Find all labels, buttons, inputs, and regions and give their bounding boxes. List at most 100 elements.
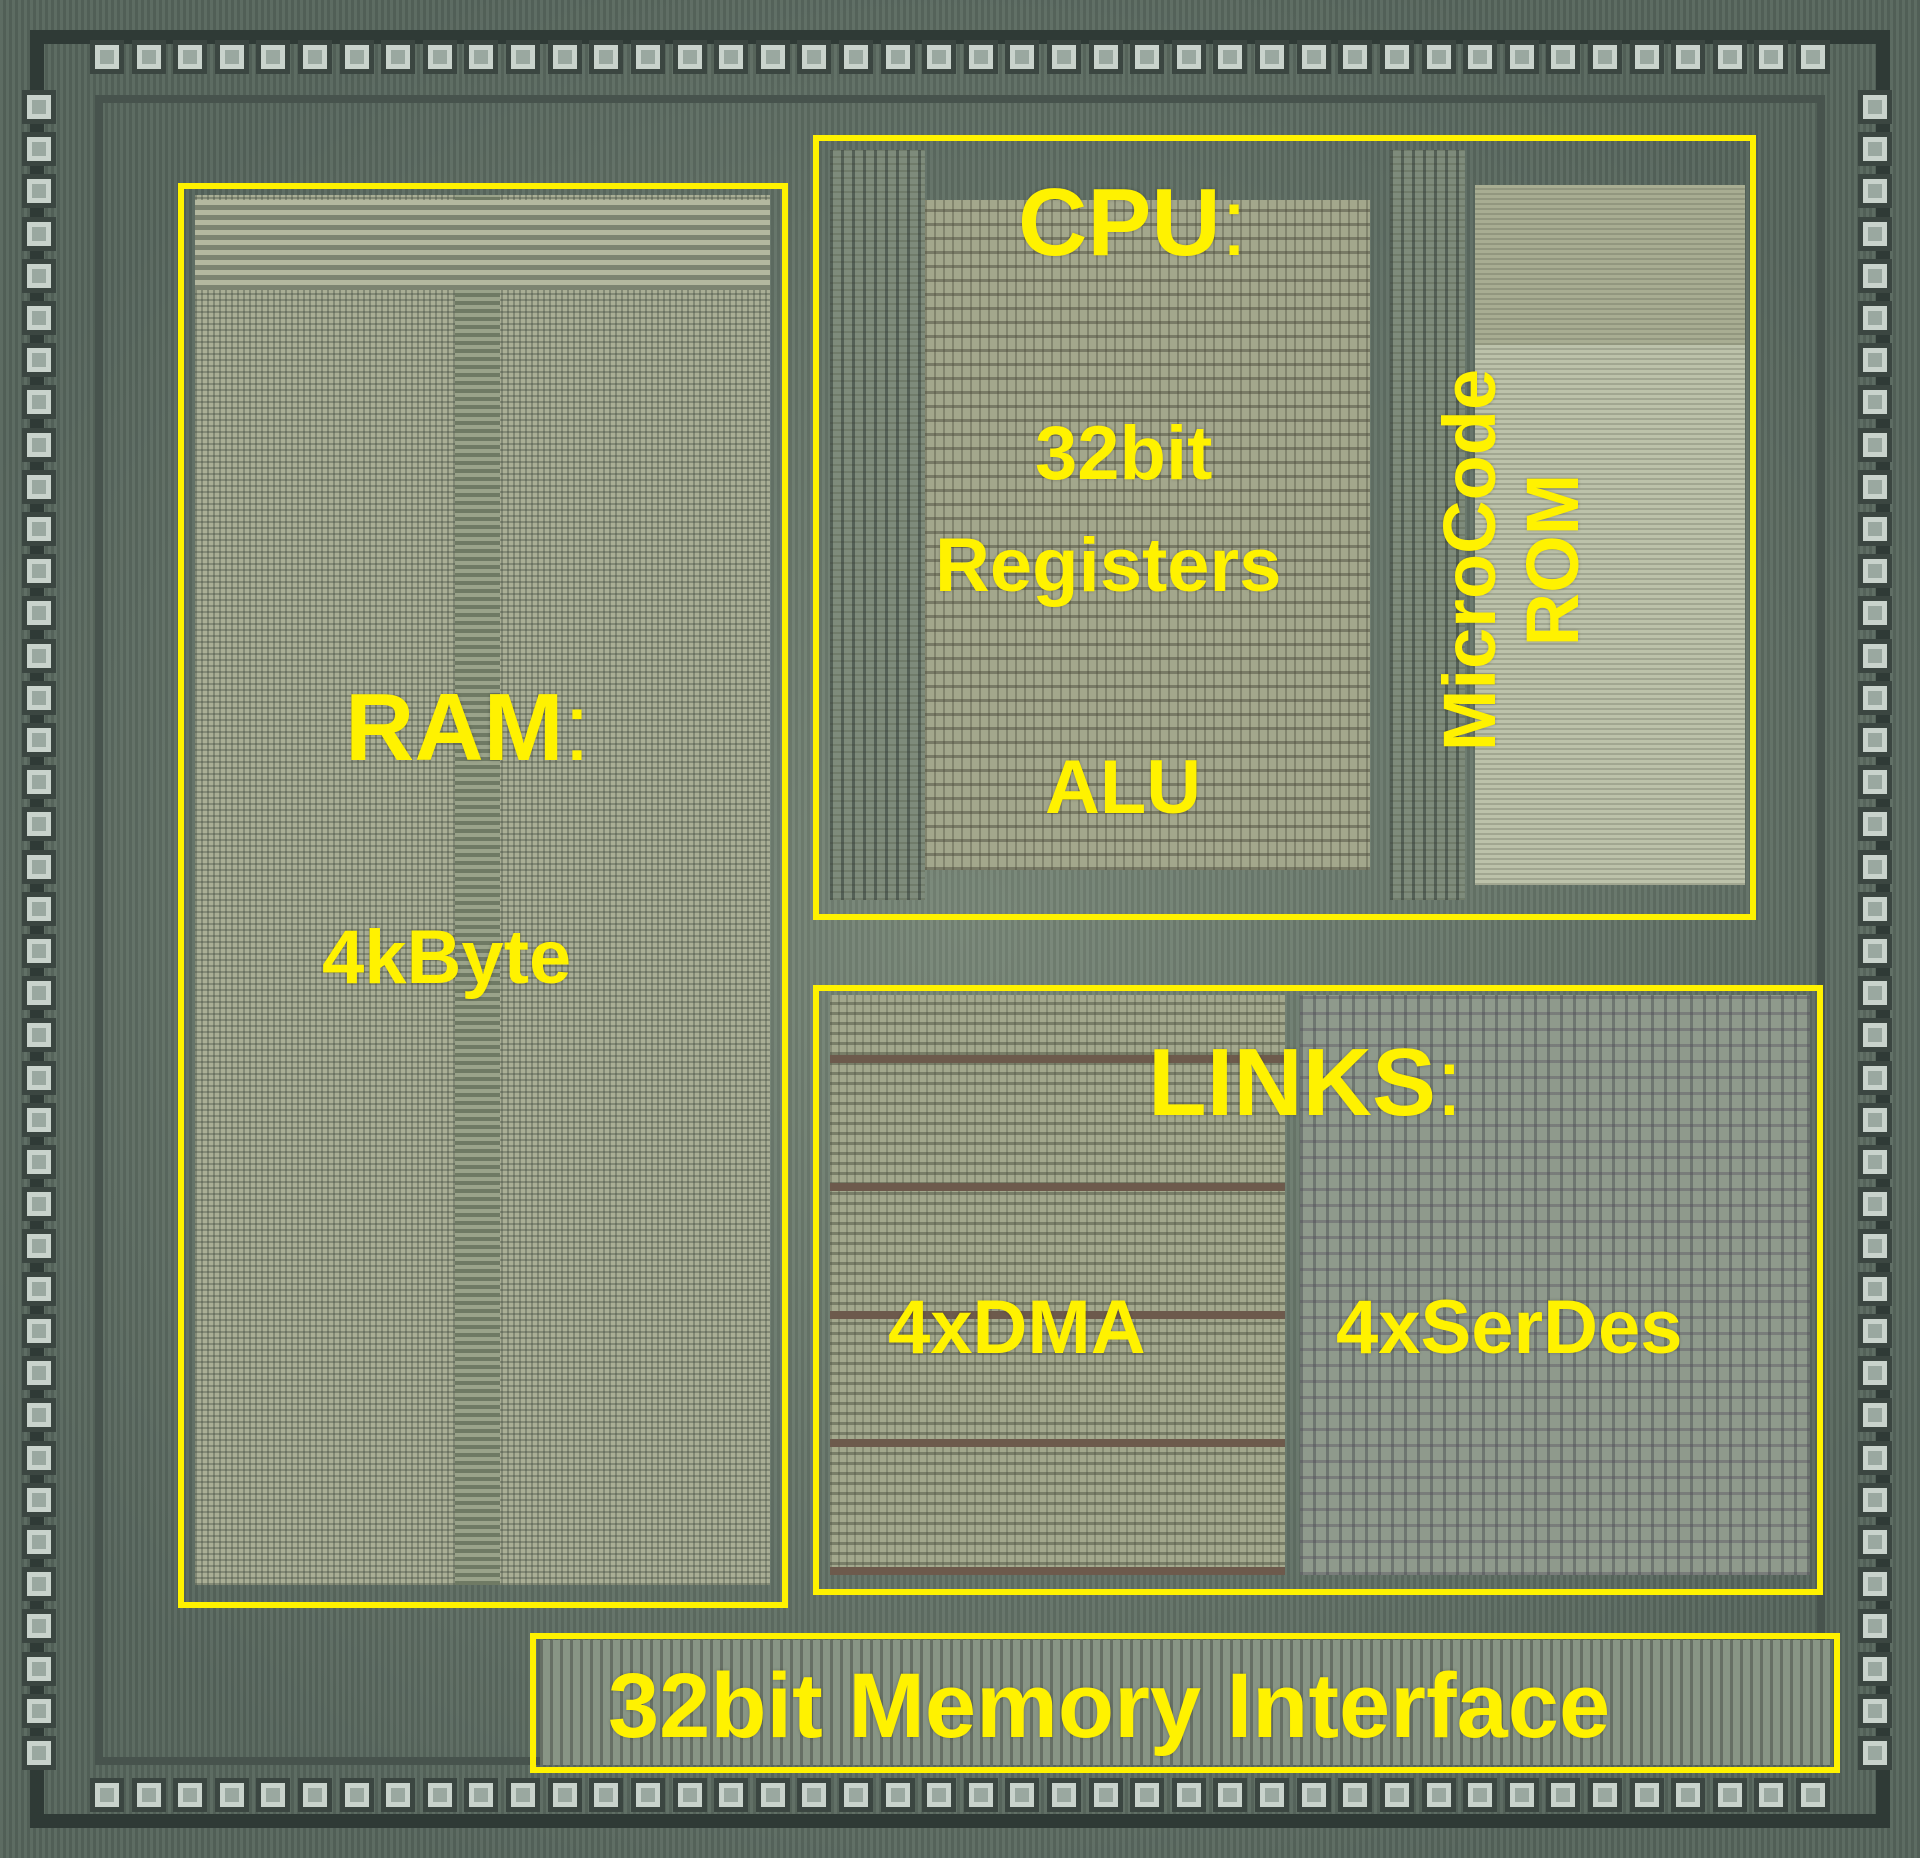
- bond-pad: [838, 1778, 873, 1812]
- bond-pad: [1858, 807, 1892, 842]
- bond-pad: [464, 40, 499, 74]
- bond-pads-left: [22, 90, 62, 1770]
- bond-pad: [22, 596, 56, 631]
- bond-pad: [422, 40, 457, 74]
- bond-pad: [339, 1778, 374, 1812]
- bond-pad: [22, 1060, 56, 1095]
- bond-pad: [1858, 1271, 1892, 1306]
- bond-pad: [1858, 1356, 1892, 1391]
- bond-pad: [464, 1778, 499, 1812]
- bond-pads-bottom: [90, 1778, 1830, 1818]
- bond-pad: [1296, 40, 1331, 74]
- bond-pad: [339, 40, 374, 74]
- bond-pad: [22, 1398, 56, 1433]
- bond-pad: [1795, 40, 1830, 74]
- bond-pad: [1379, 40, 1414, 74]
- bond-pad: [1587, 1778, 1622, 1812]
- ram-frame: [178, 183, 788, 1608]
- cpu-title: CPU:: [1018, 169, 1248, 276]
- bond-pad: [506, 1778, 541, 1812]
- serdes-label: 4xSerDes: [1336, 1285, 1683, 1370]
- bond-pad: [1130, 1778, 1165, 1812]
- bond-pad: [298, 1778, 333, 1812]
- bond-pad: [90, 1778, 124, 1812]
- bond-pad: [298, 40, 333, 74]
- bond-pad: [1858, 174, 1892, 209]
- bond-pad: [1296, 1778, 1331, 1812]
- bond-pad: [1421, 1778, 1456, 1812]
- bond-pad: [22, 680, 56, 715]
- bond-pad: [1858, 301, 1892, 336]
- bond-pad: [672, 40, 707, 74]
- bond-pad: [1858, 1609, 1892, 1644]
- bond-pad: [1795, 1778, 1830, 1812]
- bond-pad: [1858, 596, 1892, 631]
- alu-label: ALU: [1045, 745, 1202, 830]
- bond-pad: [1858, 934, 1892, 969]
- bond-pad: [797, 40, 832, 74]
- bond-pad: [1712, 1778, 1747, 1812]
- cpu-control-logic: [830, 150, 925, 900]
- bond-pad: [1858, 1102, 1892, 1137]
- bond-pad: [547, 1778, 582, 1812]
- bond-pad: [1671, 40, 1706, 74]
- bond-pad: [1858, 1145, 1892, 1180]
- bond-pad: [22, 807, 56, 842]
- bond-pad: [22, 1524, 56, 1559]
- bond-pad: [963, 1778, 998, 1812]
- bond-pad: [1587, 40, 1622, 74]
- bond-pad: [1255, 40, 1290, 74]
- links-frame: [813, 985, 1823, 1595]
- bond-pad: [214, 40, 249, 74]
- registers-line1: 32bit: [1035, 411, 1213, 496]
- bond-pad: [1379, 1778, 1414, 1812]
- bond-pad: [506, 40, 541, 74]
- bond-pad: [1858, 427, 1892, 462]
- bond-pad: [22, 1440, 56, 1475]
- bond-pad: [1463, 40, 1498, 74]
- bond-pad: [22, 174, 56, 209]
- cpu-frame: [813, 135, 1756, 920]
- cpu-rom-decoder: [1390, 150, 1465, 900]
- bond-pad: [214, 1778, 249, 1812]
- bond-pad: [1858, 680, 1892, 715]
- bond-pad: [1504, 40, 1539, 74]
- bond-pad: [1858, 1735, 1892, 1770]
- bond-pad: [256, 1778, 291, 1812]
- bond-pad: [755, 40, 790, 74]
- bond-pad: [22, 1271, 56, 1306]
- bond-pad: [1858, 512, 1892, 547]
- bond-pad: [22, 343, 56, 378]
- bond-pad: [589, 40, 624, 74]
- bond-pad: [381, 1778, 416, 1812]
- memory-interface-label: 32bit Memory Interface: [608, 1655, 1611, 1757]
- bond-pad: [1754, 40, 1789, 74]
- bond-pad: [1047, 1778, 1082, 1812]
- bond-pad: [1858, 1018, 1892, 1053]
- bond-pad: [90, 40, 124, 74]
- bond-pad: [922, 1778, 957, 1812]
- bond-pad: [1546, 1778, 1581, 1812]
- bond-pad: [1858, 132, 1892, 167]
- bond-pad: [22, 427, 56, 462]
- bond-pad: [22, 512, 56, 547]
- bond-pad: [714, 1778, 749, 1812]
- bond-pad: [22, 1482, 56, 1517]
- bond-pad: [1858, 1440, 1892, 1475]
- bond-pad: [22, 301, 56, 336]
- bond-pad: [1858, 1693, 1892, 1728]
- bond-pad: [22, 1313, 56, 1348]
- bond-pad: [22, 765, 56, 800]
- bond-pad: [714, 40, 749, 74]
- bond-pad: [1421, 40, 1456, 74]
- bond-pad: [1858, 1482, 1892, 1517]
- memory-interface-logic: [540, 1640, 1830, 1765]
- bond-pad: [1463, 1778, 1498, 1812]
- bond-pad: [22, 891, 56, 926]
- bond-pad: [22, 1018, 56, 1053]
- bond-pad: [22, 849, 56, 884]
- ram-decoder-spine: [455, 195, 500, 1585]
- bond-pad: [1005, 40, 1040, 74]
- bond-pad: [1671, 1778, 1706, 1812]
- bond-pad: [1255, 1778, 1290, 1812]
